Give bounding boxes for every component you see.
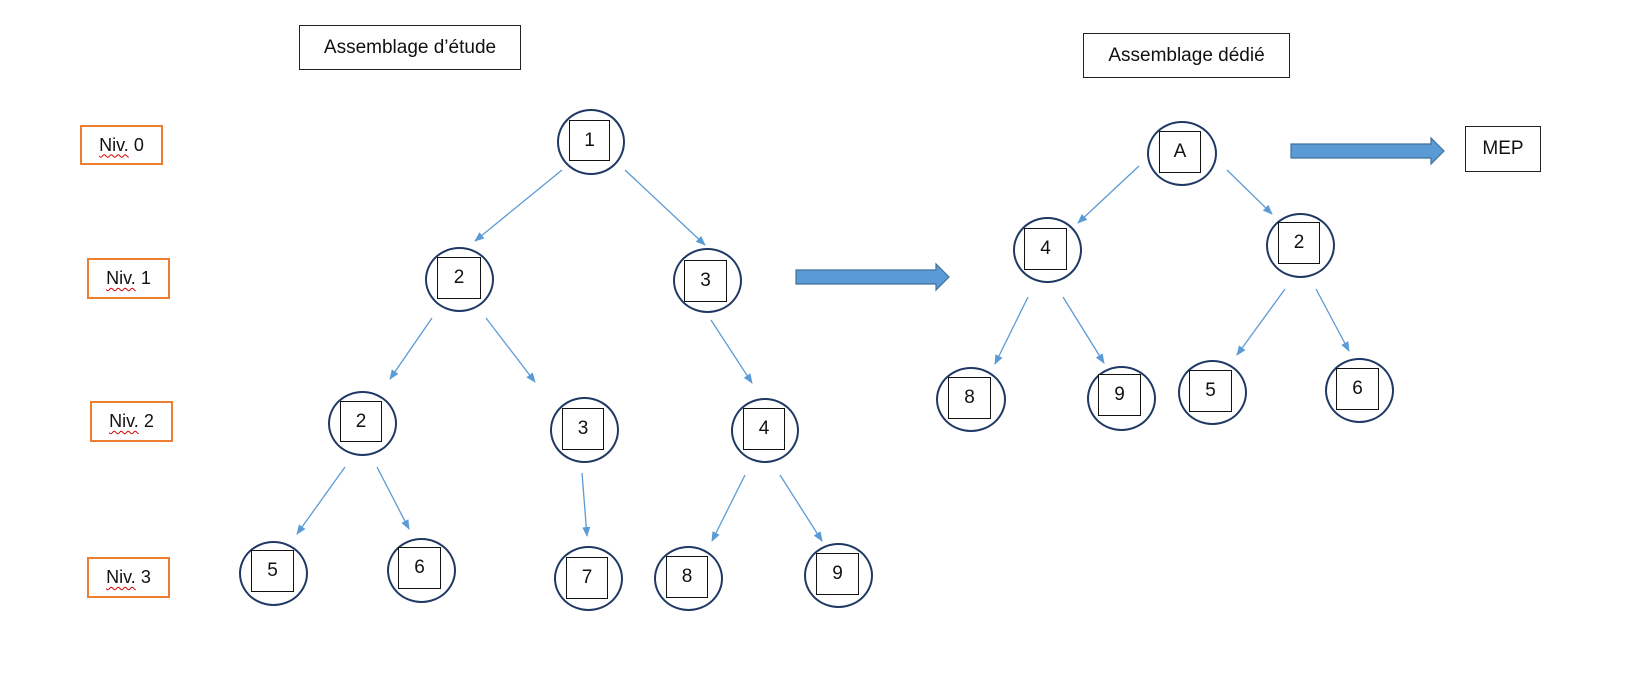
level-2-label: Niv. 2	[90, 401, 173, 442]
dedicated-node-grandchild-d-label: 6	[1336, 368, 1379, 410]
level-1-label: Niv. 1	[87, 258, 170, 299]
dedicated-node-root-label: A	[1159, 131, 1201, 173]
edge-1-3	[624, 169, 706, 246]
edge-1-2	[474, 169, 563, 242]
level-0-label: Niv. 0	[80, 125, 163, 165]
study-node-level3-e-label: 9	[816, 553, 859, 595]
level-3-label: Niv. 3	[87, 557, 170, 598]
block-arrow-mep	[1290, 136, 1445, 166]
dedicated-node-child-b-label: 2	[1278, 222, 1320, 264]
study-node-level1-a-label: 2	[437, 257, 481, 299]
level-0-num: 0	[133, 134, 144, 155]
dedicated-node-child-a-label: 4	[1024, 228, 1067, 270]
edge-A-4	[1077, 165, 1140, 224]
edge-2-5	[296, 466, 346, 535]
level-3-num: 3	[140, 567, 151, 587]
study-node-level2-b-label: 3	[562, 408, 604, 450]
edge-A-2	[1226, 169, 1273, 215]
study-node-level3-a-label: 5	[251, 550, 294, 592]
dedicated-node-grandchild-a-label: 8	[948, 377, 991, 419]
block-arrow-transform	[795, 262, 950, 292]
edge-2-6b	[1315, 288, 1350, 352]
edge-2-2	[389, 317, 433, 380]
edge-4-9	[779, 474, 823, 542]
edge-2-5b	[1236, 288, 1286, 356]
level-3-prefix: Niv.	[106, 567, 136, 587]
dedicated-node-grandchild-c-label: 5	[1189, 370, 1232, 412]
edge-2-6	[376, 466, 410, 530]
study-node-level3-d-label: 8	[666, 556, 708, 598]
dedicated-node-grandchild-b-label: 9	[1098, 374, 1141, 416]
study-node-level3-c-label: 7	[566, 557, 608, 599]
level-0-prefix: Niv.	[99, 134, 129, 155]
study-node-level3-b-label: 6	[398, 547, 441, 589]
edge-2-3	[485, 317, 536, 383]
edge-4-8	[711, 474, 746, 542]
level-2-num: 2	[143, 411, 154, 431]
title-study-assembly: Assemblage d’étude	[299, 25, 521, 70]
study-node-level0-label: 1	[569, 120, 610, 161]
title-dedicated-assembly: Assemblage dédié	[1083, 33, 1290, 78]
label-mep: MEP	[1465, 126, 1541, 172]
study-node-level2-a-label: 2	[340, 401, 382, 442]
level-2-prefix: Niv.	[109, 411, 139, 431]
edge-3-4	[710, 319, 753, 384]
edge-3-7	[581, 472, 591, 537]
level-1-num: 1	[140, 268, 151, 288]
study-node-level1-b-label: 3	[684, 260, 727, 302]
edge-4-9b	[1062, 296, 1105, 364]
level-1-prefix: Niv.	[106, 268, 136, 288]
study-node-level2-c-label: 4	[743, 408, 785, 450]
edge-4-8b	[994, 296, 1029, 365]
